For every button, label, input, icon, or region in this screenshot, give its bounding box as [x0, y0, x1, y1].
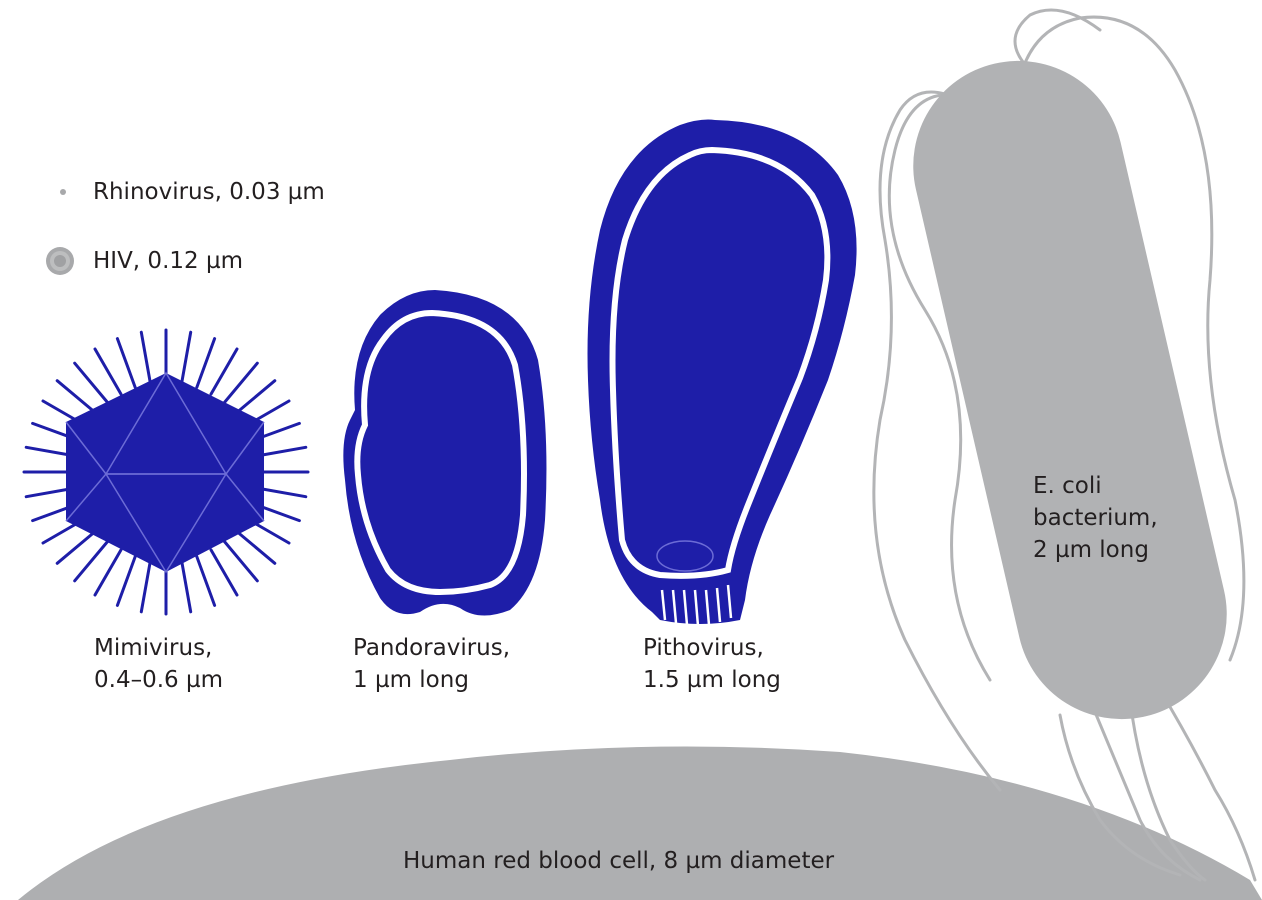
mimivirus-fiber	[75, 541, 108, 581]
pandoravirus-outer	[343, 290, 546, 616]
mimivirus	[24, 330, 308, 614]
mimivirus-fiber	[224, 363, 257, 403]
pithovirus-label-line2: 1.5 µm long	[643, 664, 781, 696]
ecoli-label-line2: bacterium,	[1033, 502, 1158, 534]
mimivirus-fiber	[57, 381, 97, 414]
mimivirus-label: Mimivirus, 0.4–0.6 µm	[94, 632, 223, 696]
hiv-label: HIV, 0.12 µm	[93, 245, 243, 277]
pandoravirus-label-line2: 1 µm long	[353, 664, 510, 696]
pandoravirus	[343, 290, 546, 616]
hiv-particle	[46, 247, 74, 275]
mimivirus-fiber	[224, 541, 257, 581]
ecoli-label-line3: 2 µm long	[1033, 534, 1158, 566]
ecoli-body	[892, 40, 1247, 740]
mimivirus-fiber	[141, 332, 150, 383]
pithovirus	[588, 120, 857, 626]
mimivirus-fiber	[182, 561, 191, 612]
mimivirus-label-line1: Mimivirus,	[94, 632, 223, 664]
pithovirus-label: Pithovirus, 1.5 µm long	[643, 632, 781, 696]
rhinovirus-dot	[60, 189, 66, 195]
pandoravirus-label: Pandoravirus, 1 µm long	[353, 632, 510, 696]
mimivirus-fiber	[75, 363, 108, 403]
mimivirus-fiber	[211, 349, 237, 394]
mimivirus-fiber	[211, 550, 237, 595]
mimivirus-fiber	[117, 339, 135, 388]
mimivirus-fiber	[197, 339, 215, 388]
ecoli-label-line1: E. coli	[1033, 470, 1158, 502]
mimivirus-fiber	[117, 557, 135, 606]
mimivirus-fiber	[235, 381, 275, 414]
mimivirus-fiber	[141, 561, 150, 612]
mimivirus-fiber	[197, 557, 215, 606]
mimivirus-fiber	[57, 530, 97, 563]
mimivirus-label-line2: 0.4–0.6 µm	[94, 664, 223, 696]
blood-cell-label: Human red blood cell, 8 µm diameter	[403, 845, 834, 877]
mimivirus-capsid	[66, 373, 264, 572]
pithovirus-label-line1: Pithovirus,	[643, 632, 781, 664]
mimivirus-fiber	[95, 349, 121, 394]
mimivirus-fiber	[182, 332, 191, 383]
mimivirus-fiber	[235, 530, 275, 563]
mimivirus-fiber	[95, 550, 121, 595]
ecoli-label: E. coli bacterium, 2 µm long	[1033, 470, 1158, 566]
pandoravirus-label-line1: Pandoravirus,	[353, 632, 510, 664]
rhinovirus-label: Rhinovirus, 0.03 µm	[93, 176, 325, 208]
